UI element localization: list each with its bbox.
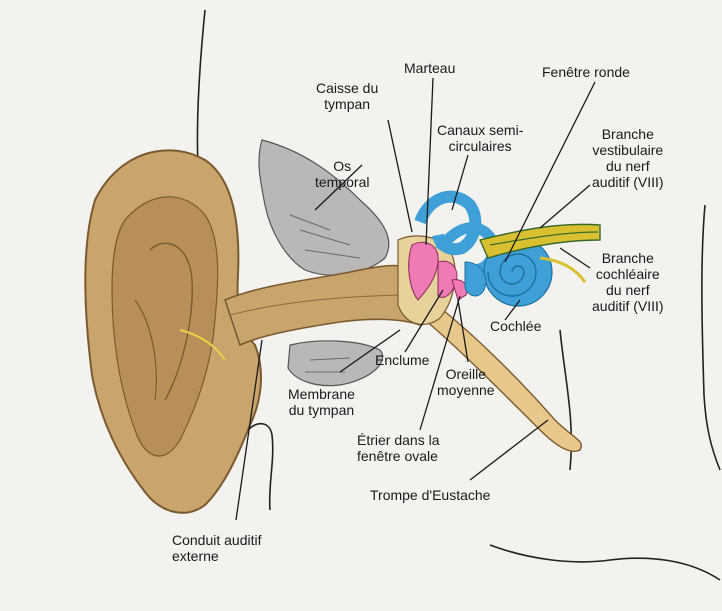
leader-oreille-moyenne bbox=[458, 300, 468, 362]
label-branche-vestibulaire: Branche vestibulaire du nerf auditif (VI… bbox=[592, 126, 664, 190]
label-membrane-du-tympan: Membrane du tympan bbox=[288, 386, 355, 418]
label-os-temporal: Os temporal bbox=[315, 158, 369, 190]
leader-branche-cochleaire bbox=[560, 248, 590, 268]
label-fenetre-ronde: Fenêtre ronde bbox=[542, 64, 630, 80]
leader-fenetre-ronde bbox=[505, 82, 595, 262]
label-trompe-d-eustache: Trompe d'Eustache bbox=[370, 487, 490, 503]
label-branche-cochleaire: Branche cochléaire du nerf auditif (VIII… bbox=[592, 250, 664, 314]
label-oreille-moyenne: Oreille moyenne bbox=[437, 366, 495, 398]
leader-enclume bbox=[405, 290, 443, 352]
label-conduit-auditif-externe: Conduit auditif externe bbox=[172, 532, 262, 564]
leader-branche-vestibulaire bbox=[540, 185, 590, 228]
leader-canaux bbox=[452, 155, 468, 210]
leader-cochlee bbox=[505, 300, 520, 320]
leader-trompe bbox=[470, 420, 548, 480]
leader-caisse bbox=[388, 120, 412, 232]
label-cochlee: Cochlée bbox=[490, 318, 541, 334]
label-caisse-du-tympan: Caisse du tympan bbox=[316, 80, 378, 112]
leader-marteau bbox=[426, 78, 433, 245]
leader-conduit bbox=[236, 340, 262, 520]
label-canaux-semi-circulaires: Canaux semi- circulaires bbox=[437, 122, 523, 154]
label-etrier-fenetre-ovale: Étrier dans la fenêtre ovale bbox=[357, 432, 439, 464]
label-enclume: Enclume bbox=[375, 352, 429, 368]
label-marteau: Marteau bbox=[404, 60, 455, 76]
